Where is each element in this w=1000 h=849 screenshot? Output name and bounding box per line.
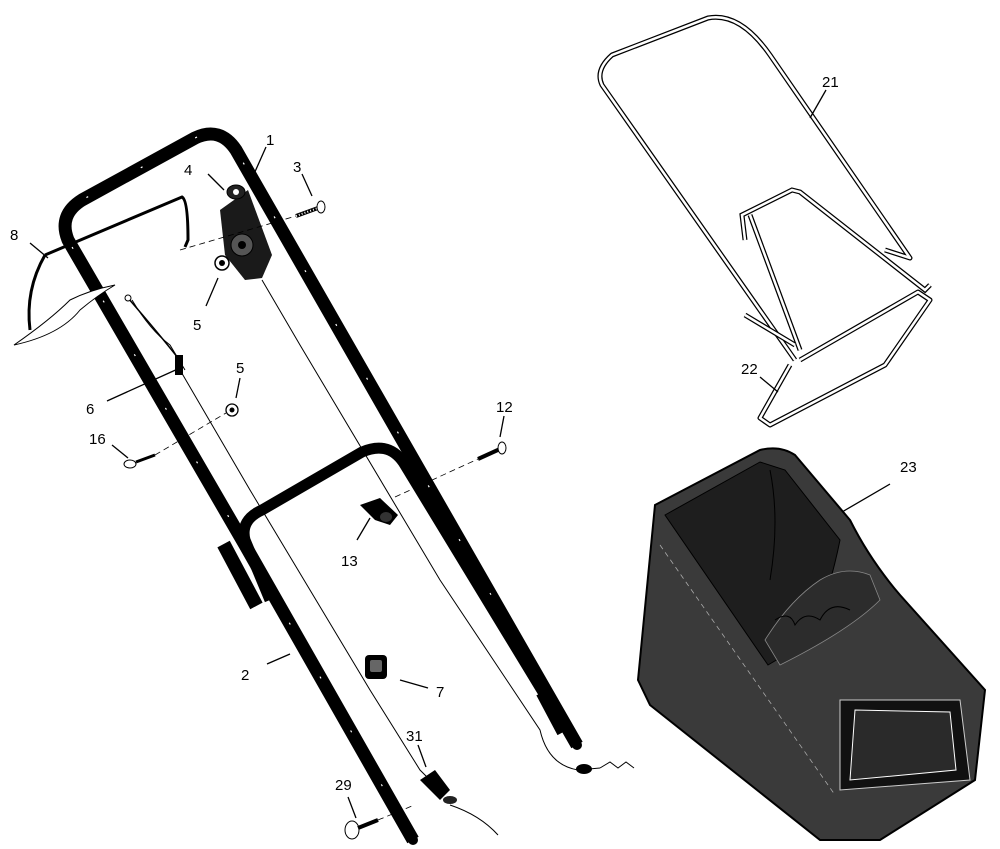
callout-7: 7	[436, 684, 444, 701]
grass-bag	[636, 447, 987, 841]
callout-23: 23	[900, 459, 917, 476]
cable-6	[124, 294, 183, 375]
callout-22: 22	[741, 361, 758, 378]
callout-12: 12	[496, 399, 513, 416]
lower-handle	[217, 442, 569, 736]
cable-guide-31	[420, 770, 457, 804]
callout-31: 31	[406, 728, 423, 745]
callout-21: 21	[822, 74, 839, 91]
control-cables	[131, 279, 635, 836]
callout-1: 1	[266, 132, 274, 149]
bolt-16	[123, 412, 227, 469]
knob-13	[360, 498, 398, 525]
callout-16: 16	[89, 431, 106, 448]
callout-6: 6	[86, 401, 94, 418]
bag-frame	[597, 14, 932, 362]
engine-control	[220, 184, 272, 280]
callout-8: 8	[10, 227, 18, 244]
nut-5-upper	[214, 255, 230, 271]
leader-lines	[29, 89, 891, 819]
callouts: 1 2 3 4 5 5 6 7 8 12 13 16 21 22 23 29 3…	[10, 74, 917, 794]
bolt-29	[344, 805, 413, 840]
bag-frame-lower	[757, 289, 933, 428]
callout-5-upper: 5	[193, 317, 201, 334]
bolt-3	[179, 200, 326, 251]
upper-handle	[58, 127, 583, 845]
bail-bar	[13, 195, 190, 346]
nut-5-lower	[225, 403, 239, 417]
callout-3: 3	[293, 159, 301, 176]
callout-2: 2	[241, 667, 249, 684]
callout-5-lower: 5	[236, 360, 244, 377]
bolt-12	[394, 441, 507, 498]
callout-13: 13	[341, 553, 358, 570]
clip-7	[365, 655, 387, 679]
callout-29: 29	[335, 777, 352, 794]
callout-4: 4	[184, 162, 192, 179]
